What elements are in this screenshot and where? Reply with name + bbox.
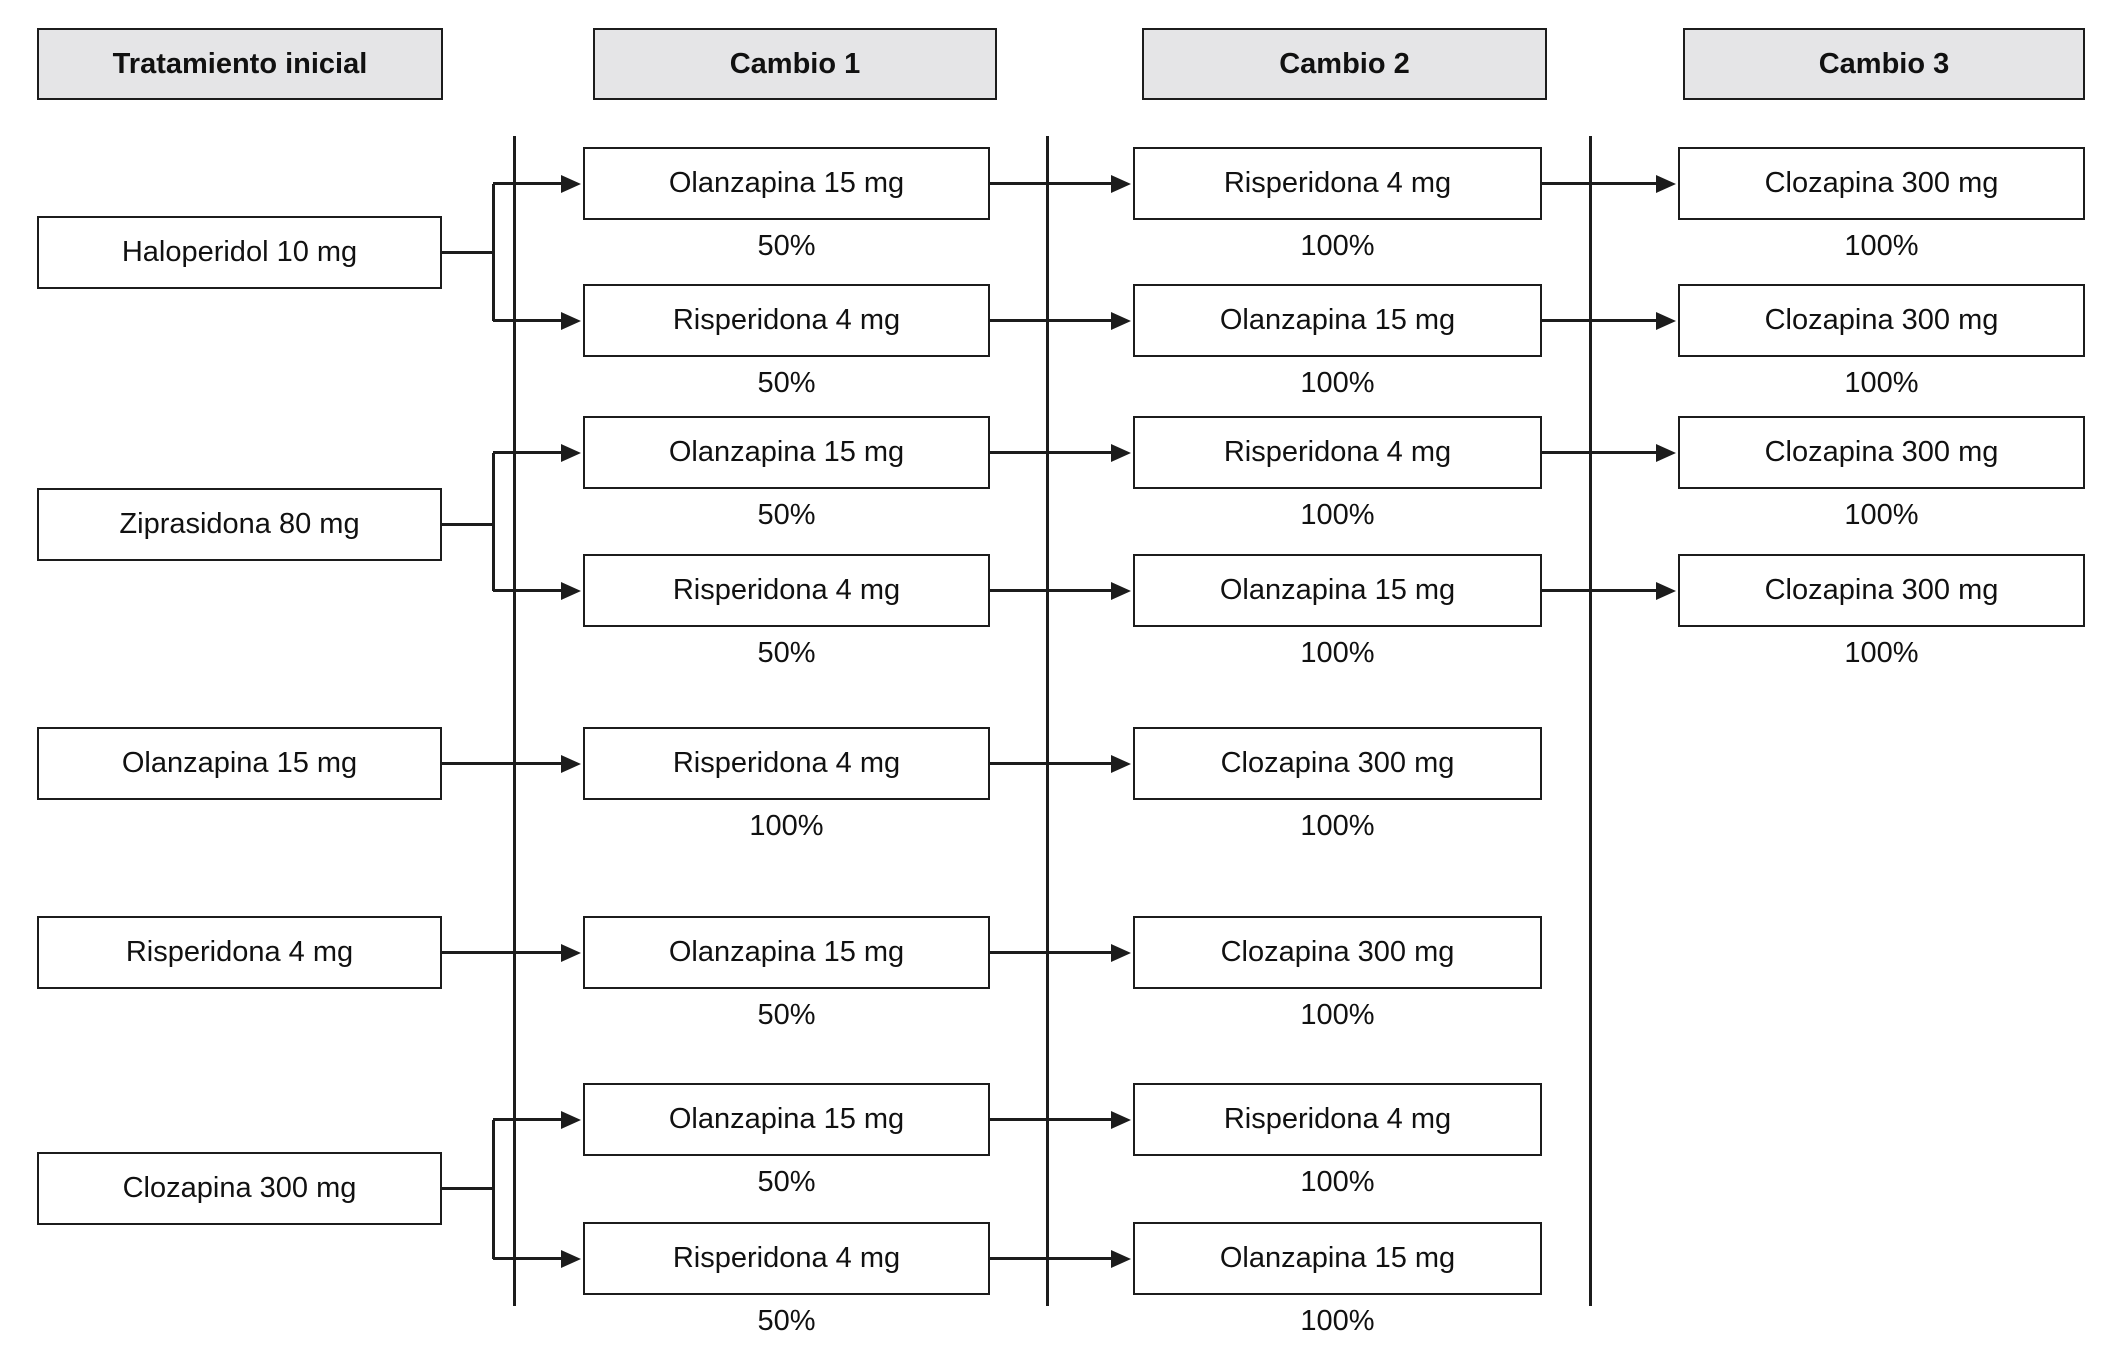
- connector-line: [990, 319, 1117, 322]
- initial-treatment-box: Ziprasidona 80 mg: [37, 488, 442, 561]
- arrowhead-icon: [1656, 175, 1676, 193]
- branch-bracket-line: [492, 453, 495, 591]
- percentage-label: 50%: [757, 367, 816, 399]
- arrowhead-icon: [1656, 582, 1676, 600]
- percentage-label: 100%: [1300, 367, 1375, 399]
- percentage-label: 50%: [757, 230, 816, 262]
- arrowhead-icon: [1111, 312, 1131, 330]
- connector-line: [990, 762, 1117, 765]
- connector-line: [493, 319, 567, 322]
- treatment-box: Clozapina 300 mg: [1133, 916, 1542, 989]
- percentage-label: 100%: [1300, 637, 1375, 669]
- connector-line: [493, 589, 567, 592]
- treatment-box: Olanzapina 15 mg: [1133, 284, 1542, 357]
- column-header-cambio-2: Cambio 2: [1142, 28, 1547, 100]
- branch-stub-line: [442, 1187, 493, 1190]
- arrowhead-icon: [1111, 444, 1131, 462]
- percentage-label: 100%: [1844, 499, 1919, 531]
- treatment-box: Clozapina 300 mg: [1678, 554, 2085, 627]
- arrowhead-icon: [561, 444, 581, 462]
- connector-line: [990, 589, 1117, 592]
- treatment-box: Olanzapina 15 mg: [583, 147, 990, 220]
- column-header-cambio-1: Cambio 1: [593, 28, 997, 100]
- treatment-box: Risperidona 4 mg: [583, 1222, 990, 1295]
- arrowhead-icon: [1656, 312, 1676, 330]
- connector-line: [1542, 182, 1662, 185]
- percentage-label: 100%: [1300, 499, 1375, 531]
- percentage-label: 100%: [1300, 1305, 1375, 1337]
- initial-treatment-box: Haloperidol 10 mg: [37, 216, 442, 289]
- treatment-box: Risperidona 4 mg: [583, 284, 990, 357]
- treatment-box: Clozapina 300 mg: [1133, 727, 1542, 800]
- connector-line: [442, 951, 567, 954]
- percentage-label: 100%: [1844, 637, 1919, 669]
- percentage-label: 50%: [757, 499, 816, 531]
- treatment-box: Risperidona 4 mg: [583, 554, 990, 627]
- percentage-label: 50%: [757, 999, 816, 1031]
- arrowhead-icon: [561, 1250, 581, 1268]
- percentage-label: 100%: [1300, 230, 1375, 262]
- connector-line: [990, 451, 1117, 454]
- treatment-box: Clozapina 300 mg: [1678, 416, 2085, 489]
- treatment-box: Clozapina 300 mg: [1678, 284, 2085, 357]
- treatment-box: Olanzapina 15 mg: [583, 1083, 990, 1156]
- treatment-box: Clozapina 300 mg: [1678, 147, 2085, 220]
- treatment-box: Olanzapina 15 mg: [583, 416, 990, 489]
- initial-treatment-box: Clozapina 300 mg: [37, 1152, 442, 1225]
- initial-treatment-box: Risperidona 4 mg: [37, 916, 442, 989]
- arrowhead-icon: [561, 582, 581, 600]
- connector-line: [1542, 589, 1662, 592]
- connector-line: [990, 1257, 1117, 1260]
- connector-line: [493, 1257, 567, 1260]
- treatment-box: Olanzapina 15 mg: [1133, 554, 1542, 627]
- arrowhead-icon: [561, 944, 581, 962]
- percentage-label: 100%: [1300, 999, 1375, 1031]
- percentage-label: 50%: [757, 637, 816, 669]
- arrowhead-icon: [561, 312, 581, 330]
- connector-line: [990, 951, 1117, 954]
- arrowhead-icon: [1111, 944, 1131, 962]
- percentage-label: 100%: [1844, 367, 1919, 399]
- treatment-box: Olanzapina 15 mg: [1133, 1222, 1542, 1295]
- column-divider: [513, 136, 516, 1306]
- column-divider: [1046, 136, 1049, 1306]
- percentage-label: 50%: [757, 1166, 816, 1198]
- branch-stub-line: [442, 251, 493, 254]
- percentage-label: 100%: [1844, 230, 1919, 262]
- arrowhead-icon: [1111, 755, 1131, 773]
- arrowhead-icon: [561, 755, 581, 773]
- connector-line: [493, 451, 567, 454]
- arrowhead-icon: [1111, 1111, 1131, 1129]
- connector-line: [1542, 451, 1662, 454]
- percentage-label: 100%: [1300, 1166, 1375, 1198]
- arrowhead-icon: [1111, 175, 1131, 193]
- treatment-box: Risperidona 4 mg: [583, 727, 990, 800]
- treatment-box: Risperidona 4 mg: [1133, 147, 1542, 220]
- column-header-cambio-3: Cambio 3: [1683, 28, 2085, 100]
- column-header-tratamiento-inicial: Tratamiento inicial: [37, 28, 443, 100]
- arrowhead-icon: [1111, 582, 1131, 600]
- arrowhead-icon: [1656, 444, 1676, 462]
- percentage-label: 100%: [749, 810, 824, 842]
- column-divider: [1589, 136, 1592, 1306]
- branch-bracket-line: [492, 184, 495, 321]
- percentage-label: 100%: [1300, 810, 1375, 842]
- initial-treatment-box: Olanzapina 15 mg: [37, 727, 442, 800]
- connector-line: [493, 182, 567, 185]
- treatment-box: Risperidona 4 mg: [1133, 1083, 1542, 1156]
- connector-line: [1542, 319, 1662, 322]
- arrowhead-icon: [561, 1111, 581, 1129]
- connector-line: [493, 1118, 567, 1121]
- arrowhead-icon: [1111, 1250, 1131, 1268]
- branch-bracket-line: [492, 1120, 495, 1259]
- percentage-label: 50%: [757, 1305, 816, 1337]
- connector-line: [990, 182, 1117, 185]
- arrowhead-icon: [561, 175, 581, 193]
- branch-stub-line: [442, 523, 493, 526]
- connector-line: [990, 1118, 1117, 1121]
- treatment-box: Olanzapina 15 mg: [583, 916, 990, 989]
- connector-line: [442, 762, 567, 765]
- treatment-box: Risperidona 4 mg: [1133, 416, 1542, 489]
